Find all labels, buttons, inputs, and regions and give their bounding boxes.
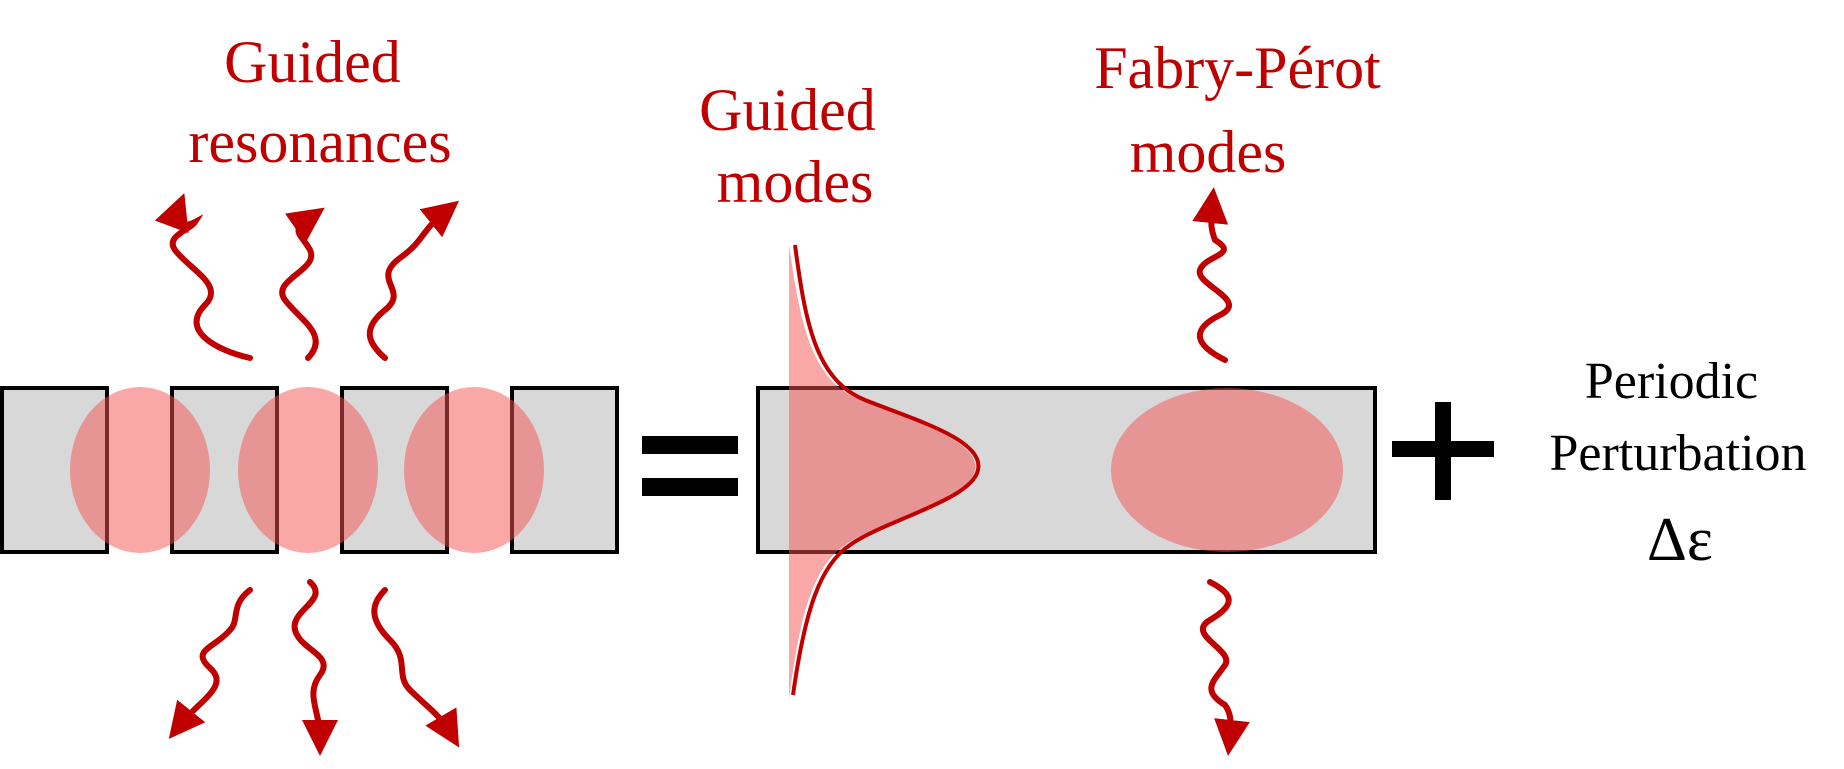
guided-resonances-line-2: resonances	[188, 109, 451, 175]
radiation-arrow	[279, 207, 325, 361]
radiation-arrow-up	[1192, 187, 1232, 363]
guided-resonances-label: Guided resonances	[188, 29, 451, 175]
resonance-field-1	[70, 387, 210, 553]
radiation-arrow-down	[1200, 579, 1250, 756]
plus-sign	[1392, 402, 1494, 500]
guided-modes-line-2: modes	[717, 149, 874, 215]
radiation-arrow	[371, 587, 460, 748]
guided-resonances-line-1: Guided	[224, 29, 401, 95]
guided-mode-profile-fill	[789, 245, 976, 700]
fabry-perot-line-2: modes	[1130, 119, 1287, 185]
guided-modes-label: Guided modes	[699, 77, 891, 215]
delta-epsilon-symbol: Δε	[1647, 506, 1713, 574]
guided-mode-profile-curve	[791, 244, 981, 696]
radiation-arrow	[168, 587, 253, 740]
resonance-field-2	[238, 387, 378, 553]
radiation-arrows-bottom-left	[168, 579, 460, 756]
periodic-perturbation-label: Periodic Perturbation	[1549, 353, 1806, 482]
periodic-line-2: Perturbation	[1549, 425, 1806, 482]
guided-modes-line-1: Guided	[699, 77, 876, 143]
radiation-arrow	[291, 579, 338, 756]
resonance-field-3	[404, 387, 544, 553]
fabry-perot-radiation-arrows	[1192, 187, 1250, 756]
guided-resonance-fields	[70, 387, 544, 553]
periodic-line-1: Periodic	[1585, 353, 1758, 410]
fabry-perot-line-1: Fabry-Pérot	[1094, 35, 1381, 101]
equals-sign	[642, 436, 738, 496]
fabry-perot-field	[1111, 388, 1343, 552]
radiation-arrow	[154, 193, 253, 361]
radiation-arrow	[366, 200, 460, 361]
fabry-perot-modes-label: Fabry-Pérot modes	[1094, 35, 1396, 185]
radiation-arrows-top-left	[154, 193, 460, 361]
